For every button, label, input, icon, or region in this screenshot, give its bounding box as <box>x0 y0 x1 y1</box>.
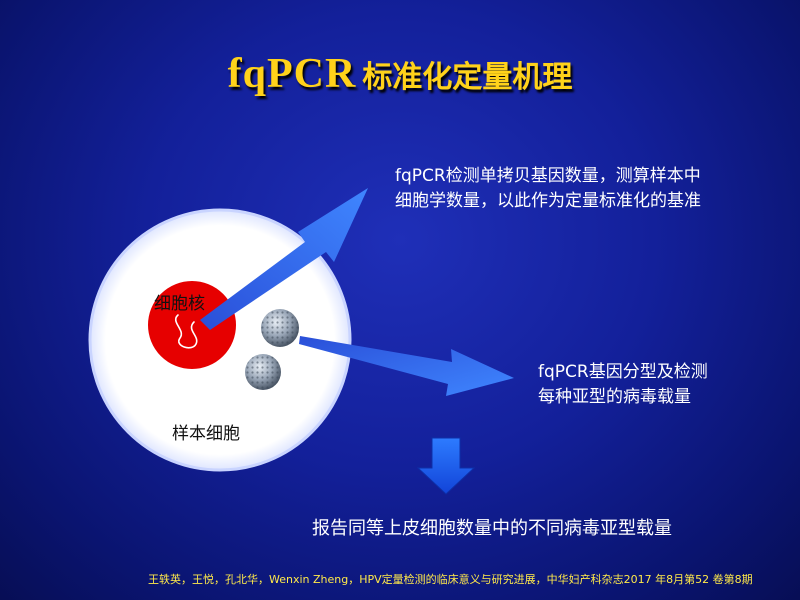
title-main: fqPCR <box>227 51 357 97</box>
title-sub: 标准化定量机理 <box>362 60 573 95</box>
desc1-line1: fqPCR检测单拷贝基因数量，测算样本中 <box>395 166 701 186</box>
summary-text: 报告同等上皮细胞数量中的不同病毒亚型载量 <box>312 518 672 539</box>
desc2-line1: fqPCR基因分型及检测 <box>538 362 708 382</box>
sample-cell-label: 样本细胞 <box>172 424 240 444</box>
virus-particle-icon <box>245 354 281 390</box>
virus-particle-icon <box>261 309 299 347</box>
arrow-to-genotyping <box>299 336 514 396</box>
cell-count-description: fqPCR检测单拷贝基因数量，测算样本中 细胞学数量，以此作为定量标准化的基准 <box>395 164 775 214</box>
citation: 王轶英，王悦，孔北华，Wenxin Zheng，HPV定量检测的临床意义与研究进… <box>148 573 753 586</box>
nucleus-label: 细胞核 <box>154 294 205 314</box>
arrow-to-cell-count <box>200 188 368 330</box>
desc1-line2: 细胞学数量，以此作为定量标准化的基准 <box>395 191 701 211</box>
genotyping-description: fqPCR基因分型及检测 每种亚型的病毒载量 <box>538 360 788 410</box>
desc2-line2: 每种亚型的病毒载量 <box>538 387 691 407</box>
down-arrow-icon <box>416 437 476 495</box>
dna-strand-icon <box>174 314 198 349</box>
